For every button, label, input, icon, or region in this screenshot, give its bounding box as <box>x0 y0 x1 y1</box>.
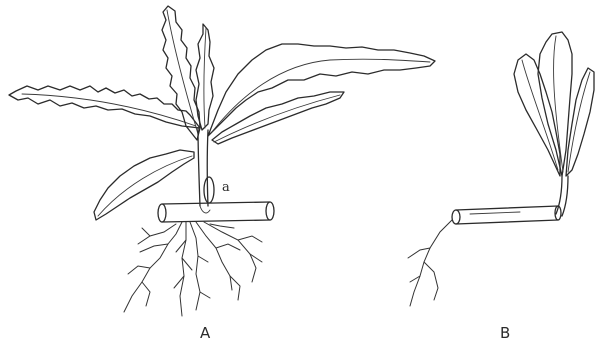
plant-a-leaf-left <box>9 86 200 128</box>
plant-b-leaf-top-vein <box>554 36 563 172</box>
plant-a-stem-edge <box>207 130 208 206</box>
plant-b-leaf-left <box>514 54 560 176</box>
plant-a-leaf-midright-vein <box>214 95 340 142</box>
plant-a-leaf-midright <box>212 92 344 144</box>
plant-a-part-label: a <box>222 180 230 195</box>
plant-b-roots <box>408 220 452 306</box>
plant-a-leaf-center-vein <box>204 28 206 128</box>
plant-b-stem <box>556 176 562 214</box>
plant-b: B <box>408 32 594 342</box>
plant-a-stem <box>198 128 200 206</box>
plant-a-roots <box>124 222 262 316</box>
panel-a-label: A <box>200 324 211 342</box>
plant-b-tube <box>452 206 561 224</box>
plant-a-part-a <box>204 177 214 203</box>
panel-b-label: B <box>500 324 510 342</box>
plant-a: a <box>9 6 435 342</box>
plant-b-stem-edge <box>562 176 568 216</box>
plant-a-tube <box>158 202 274 222</box>
plant-a-leaf-right <box>208 44 435 136</box>
plant-a-leaf-lower-vein <box>98 156 192 216</box>
